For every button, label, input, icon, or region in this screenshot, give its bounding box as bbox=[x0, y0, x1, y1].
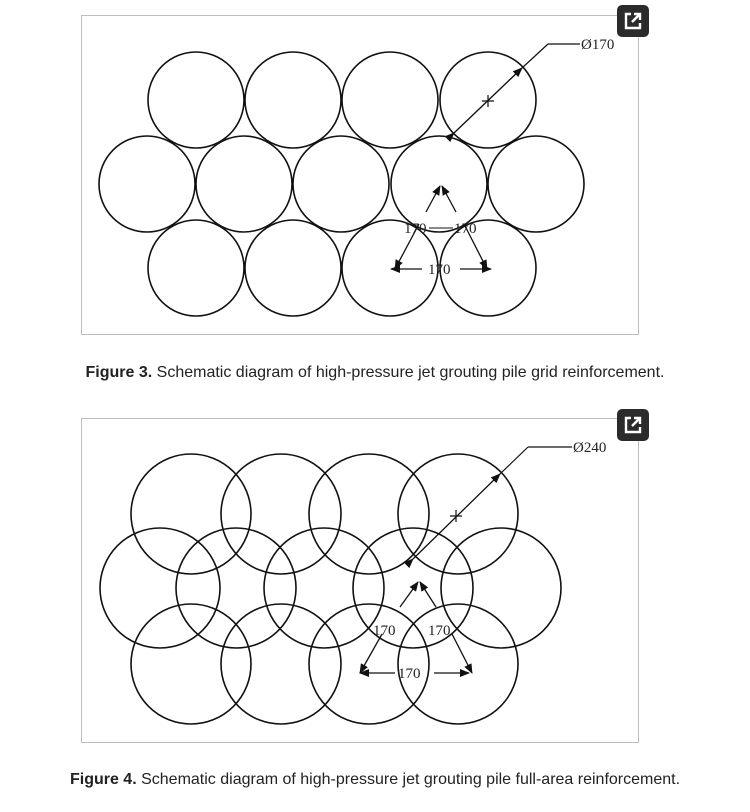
spacing-right-upper bbox=[441, 185, 457, 213]
pile-circle bbox=[397, 453, 519, 575]
pile-circle bbox=[220, 603, 342, 725]
pile-circle bbox=[220, 453, 342, 575]
diameter-label: Ø240 bbox=[573, 440, 606, 456]
figure-3-caption-text: Schematic diagram of high-pressure jet g… bbox=[152, 364, 665, 381]
spacing-left-lower bbox=[359, 633, 383, 674]
spacing-right-label: 170 bbox=[454, 221, 477, 237]
spacing-right-lower bbox=[451, 633, 473, 674]
pile-circle bbox=[175, 527, 297, 649]
pile-circle bbox=[244, 51, 342, 149]
spacing-bottom-label: 170 bbox=[398, 666, 421, 682]
pile-circle bbox=[147, 51, 245, 149]
pile-circles bbox=[99, 453, 562, 725]
figure-4-caption: Figure 4. Schematic diagram of high-pres… bbox=[0, 771, 750, 789]
open-external-button[interactable] bbox=[617, 5, 649, 37]
figure-4-diagram: Ø240 170 170 170 bbox=[81, 418, 639, 743]
pile-circle bbox=[341, 51, 439, 149]
spacing-left-upper bbox=[425, 185, 441, 213]
pile-circle bbox=[308, 603, 430, 725]
spacing-left-upper bbox=[399, 581, 419, 608]
pile-circle bbox=[130, 603, 252, 725]
pile-circle bbox=[292, 135, 390, 233]
pile-circle bbox=[439, 51, 537, 149]
spacing-right-label: 170 bbox=[428, 623, 451, 639]
pile-circle bbox=[390, 135, 488, 233]
figure-3-caption: Figure 3. Schematic diagram of high-pres… bbox=[0, 364, 750, 382]
open-external-button[interactable] bbox=[617, 409, 649, 441]
pile-circle bbox=[147, 219, 245, 317]
center-mark-icon bbox=[450, 510, 462, 522]
open-external-icon bbox=[624, 12, 642, 30]
diameter-leader-line bbox=[521, 43, 549, 69]
pile-circle bbox=[440, 527, 562, 649]
pile-circle bbox=[397, 603, 519, 725]
figure-4-caption-text: Schematic diagram of high-pressure jet g… bbox=[136, 771, 681, 788]
diameter-leader-line bbox=[499, 446, 529, 475]
pile-circle bbox=[487, 135, 585, 233]
figure-3-caption-label: Figure 3. bbox=[85, 364, 153, 381]
spacing-left-lower bbox=[394, 223, 420, 270]
spacing-left-label: 170 bbox=[373, 623, 396, 639]
figure-3-diagram: Ø170 170 170 170 bbox=[81, 15, 639, 335]
open-external-icon bbox=[624, 416, 642, 434]
figure-3-svg: Ø170 170 170 170 bbox=[98, 37, 614, 317]
spacing-bottom-label: 170 bbox=[428, 262, 451, 278]
pile-circle bbox=[308, 453, 430, 575]
spacing-right-upper bbox=[419, 581, 437, 608]
diameter-label: Ø170 bbox=[581, 37, 614, 53]
pile-circle bbox=[244, 219, 342, 317]
center-mark-icon bbox=[482, 95, 494, 107]
spacing-left-label: 170 bbox=[404, 221, 427, 237]
pile-circle bbox=[195, 135, 293, 233]
figure-4-caption-label: Figure 4. bbox=[69, 771, 137, 788]
pile-circle bbox=[98, 135, 196, 233]
pile-circle bbox=[263, 527, 385, 649]
pile-circle bbox=[439, 219, 537, 317]
pile-circle bbox=[99, 527, 221, 649]
spacing-right-lower bbox=[463, 223, 488, 270]
pile-circle bbox=[130, 453, 252, 575]
pile-circle bbox=[341, 219, 439, 317]
pile-circles bbox=[98, 51, 585, 317]
figure-4-svg: Ø240 170 170 170 bbox=[99, 440, 606, 725]
